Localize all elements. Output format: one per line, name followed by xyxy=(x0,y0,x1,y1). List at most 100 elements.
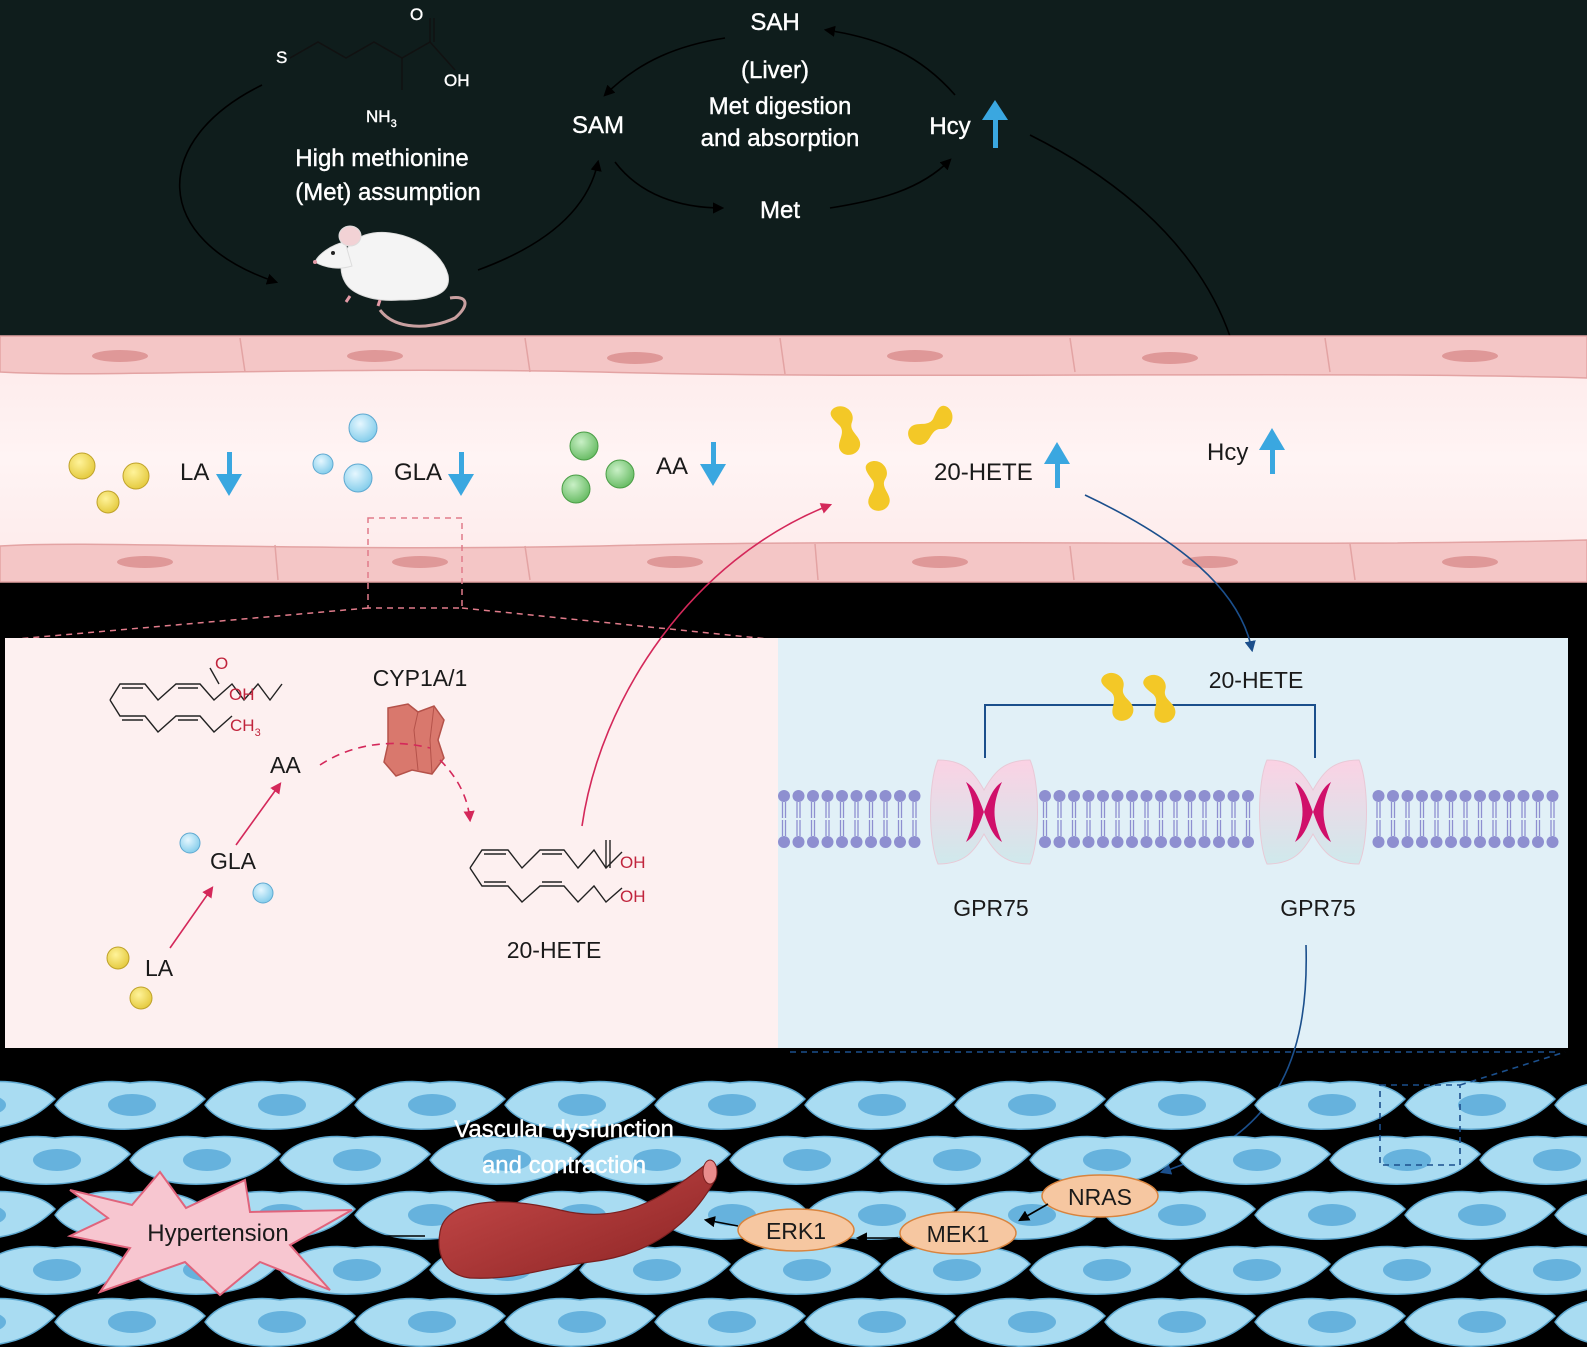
smooth-muscle-cell xyxy=(729,1245,881,1295)
met-o-label: O xyxy=(410,5,423,24)
dysfunction-label-line2: and contraction xyxy=(482,1152,646,1179)
hypertension-label: Hypertension xyxy=(147,1220,288,1247)
smooth-muscle-cell xyxy=(1104,1080,1256,1130)
liver-process-line1: Met digestion xyxy=(709,93,852,120)
la-down-arrow-icon xyxy=(216,452,242,496)
dysfunction-label-line1: Vascular dysfunction xyxy=(454,1116,674,1143)
smooth-muscle-cell xyxy=(1404,1080,1556,1130)
panel-la-label: LA xyxy=(145,955,174,981)
met-label: Met xyxy=(760,197,800,224)
kinase-arrows xyxy=(349,1203,1049,1244)
panel-hete-label: 20-HETE xyxy=(507,937,602,963)
hete-oh1-label: OH xyxy=(620,853,646,872)
enzyme-label: CYP1A/1 xyxy=(373,665,468,691)
smooth-muscle-cell xyxy=(54,1080,206,1130)
smooth-muscle-cell xyxy=(1179,1245,1331,1295)
smooth-muscle-cell xyxy=(729,1135,881,1185)
smooth-muscle-cell xyxy=(1104,1297,1256,1347)
smooth-muscle-cell xyxy=(504,1297,656,1347)
smooth-muscle-cell xyxy=(1404,1190,1556,1240)
smooth-muscle-cell xyxy=(1179,1135,1331,1185)
cycle-arrows xyxy=(178,25,1249,431)
la-molecules xyxy=(68,452,150,514)
smooth-muscle-cell xyxy=(1329,1135,1481,1185)
nras-node xyxy=(1041,1174,1159,1218)
smooth-muscle-cell xyxy=(1479,1245,1587,1295)
panel-gla-molecules xyxy=(179,832,274,904)
smooth-muscle-cell xyxy=(804,1297,956,1347)
sam-label: SAM xyxy=(572,112,624,139)
la-ch3-label: CH3 xyxy=(230,716,261,739)
panel-la-molecules xyxy=(106,946,153,1010)
la-o-label: O xyxy=(215,654,228,673)
top-background xyxy=(0,0,1587,340)
smooth-muscle-cell xyxy=(0,1190,56,1240)
panel-aa-label: AA xyxy=(270,752,301,778)
smooth-muscle-cell xyxy=(1329,1245,1481,1295)
smc-zoom-box xyxy=(790,1051,1566,1166)
receptor-right-label: GPR75 xyxy=(1280,895,1355,921)
erk1-node xyxy=(737,1208,855,1252)
nras-label: NRAS xyxy=(1068,1184,1132,1210)
methionine-structure xyxy=(289,18,456,90)
hete-structure xyxy=(469,840,623,904)
mek1-node xyxy=(899,1211,1017,1255)
smooth-muscle-cell xyxy=(1479,1135,1587,1185)
aa-molecules xyxy=(561,431,635,504)
hypertension-burst-icon xyxy=(66,1170,353,1297)
smooth-muscle-cell xyxy=(1254,1190,1406,1240)
smooth-muscle-cell xyxy=(1029,1245,1181,1295)
vessel-la-label: LA xyxy=(180,459,209,486)
smooth-muscle-cell xyxy=(0,1080,56,1130)
panel-red-arrows xyxy=(169,503,833,949)
smooth-muscle-cell xyxy=(54,1297,206,1347)
smooth-muscle-cell xyxy=(129,1135,281,1185)
smooth-muscle-cell xyxy=(279,1135,431,1185)
smooth-muscle-cell xyxy=(804,1080,956,1130)
hete-oh2-label: OH xyxy=(620,887,646,906)
panel-gla-label: GLA xyxy=(210,848,257,874)
la-structure xyxy=(109,667,283,734)
la-oh-label: OH xyxy=(229,685,255,704)
receptor-bracket xyxy=(984,704,1316,758)
met-oh-label: OH xyxy=(444,71,470,90)
smooth-muscle-cell xyxy=(879,1135,1031,1185)
hete-up-arrow-icon xyxy=(1044,442,1070,488)
hcy-up-arrow-icon xyxy=(1259,428,1285,474)
smooth-muscle-cell xyxy=(654,1080,806,1130)
hcy-top-label: Hcy xyxy=(929,113,970,140)
contracted-vessel-icon xyxy=(438,1159,718,1279)
smooth-muscle-cell xyxy=(1404,1297,1556,1347)
gla-down-arrow-icon xyxy=(448,452,474,496)
met-nh3-label: NH3 xyxy=(366,107,397,130)
vessel-wall xyxy=(0,335,1587,583)
intake-label-line2: (Met) assumption xyxy=(295,179,480,206)
zoom-box xyxy=(367,517,463,609)
smooth-muscle-cell xyxy=(354,1297,506,1347)
smooth-muscle-cell xyxy=(0,1135,131,1185)
smooth-muscle-cell xyxy=(0,1297,56,1347)
panel-right-hete-label: 20-HETE xyxy=(1209,667,1304,693)
gla-molecules xyxy=(312,413,378,493)
liver-process-line2: and absorption xyxy=(701,125,860,152)
erk1-label: ERK1 xyxy=(766,1218,826,1244)
smooth-muscle-cell xyxy=(954,1297,1106,1347)
vessel-gla-label: GLA xyxy=(394,459,442,486)
smooth-muscle-cell xyxy=(1554,1080,1587,1130)
cyp-enzyme-icon xyxy=(383,703,445,777)
smooth-muscle-cell xyxy=(1254,1080,1406,1130)
smooth-muscle-cell xyxy=(654,1297,806,1347)
hcy-top-up-arrow-icon xyxy=(982,100,1008,148)
vessel-hcy-label: Hcy xyxy=(1207,439,1248,466)
smooth-muscle-cell xyxy=(1554,1297,1587,1347)
intake-label-line1: High methionine xyxy=(295,145,468,172)
vessel-hete-label: 20-HETE xyxy=(934,459,1033,486)
liver-label: (Liver) xyxy=(741,57,809,84)
sah-label: SAH xyxy=(750,9,799,36)
zoom-lines xyxy=(4,607,779,641)
left-panel xyxy=(5,638,778,1048)
met-s-label: S xyxy=(276,48,287,67)
smooth-muscle-cell xyxy=(1254,1297,1406,1347)
